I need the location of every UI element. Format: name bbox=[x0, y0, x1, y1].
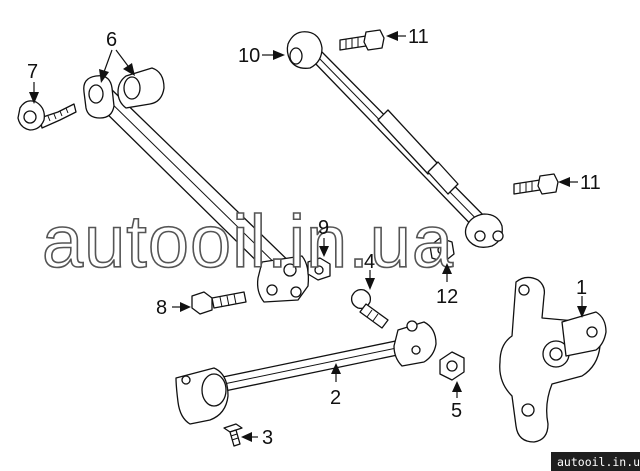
callout-4: 4 bbox=[364, 251, 375, 273]
callout-8: 8 bbox=[156, 297, 167, 319]
callout-10: 10 bbox=[238, 45, 260, 67]
bolt-7 bbox=[17, 100, 77, 131]
callout-1: 1 bbox=[576, 277, 587, 299]
callout-11-right: 11 bbox=[580, 172, 601, 194]
bolt-3 bbox=[223, 423, 243, 447]
bushing bbox=[117, 67, 165, 109]
callout-2: 2 bbox=[330, 387, 341, 409]
bolt-8 bbox=[191, 291, 247, 315]
nut-5 bbox=[439, 351, 465, 381]
bolt-11-right bbox=[513, 173, 559, 195]
bolt-4 bbox=[350, 288, 389, 329]
badge-text: autooil.in.ua bbox=[557, 455, 640, 469]
upper-left-control-arm bbox=[83, 75, 310, 303]
nut-9 bbox=[307, 257, 331, 281]
lower-control-arm bbox=[175, 320, 437, 425]
nut-12 bbox=[429, 237, 455, 263]
watermark: autooil.in.ua bbox=[42, 200, 454, 283]
adjustable-arm bbox=[286, 31, 504, 248]
callout-3: 3 bbox=[262, 427, 273, 449]
knuckle bbox=[499, 276, 607, 443]
callout-5: 5 bbox=[451, 400, 462, 422]
badge-background bbox=[551, 452, 640, 471]
callout-12: 12 bbox=[436, 286, 458, 308]
callout-9: 9 bbox=[318, 217, 329, 239]
bolt-11-top bbox=[339, 29, 385, 51]
callout-7: 7 bbox=[27, 61, 38, 83]
callout-6: 6 bbox=[106, 29, 117, 51]
leader-lines bbox=[29, 31, 587, 442]
callout-11-top: 11 bbox=[408, 26, 429, 48]
